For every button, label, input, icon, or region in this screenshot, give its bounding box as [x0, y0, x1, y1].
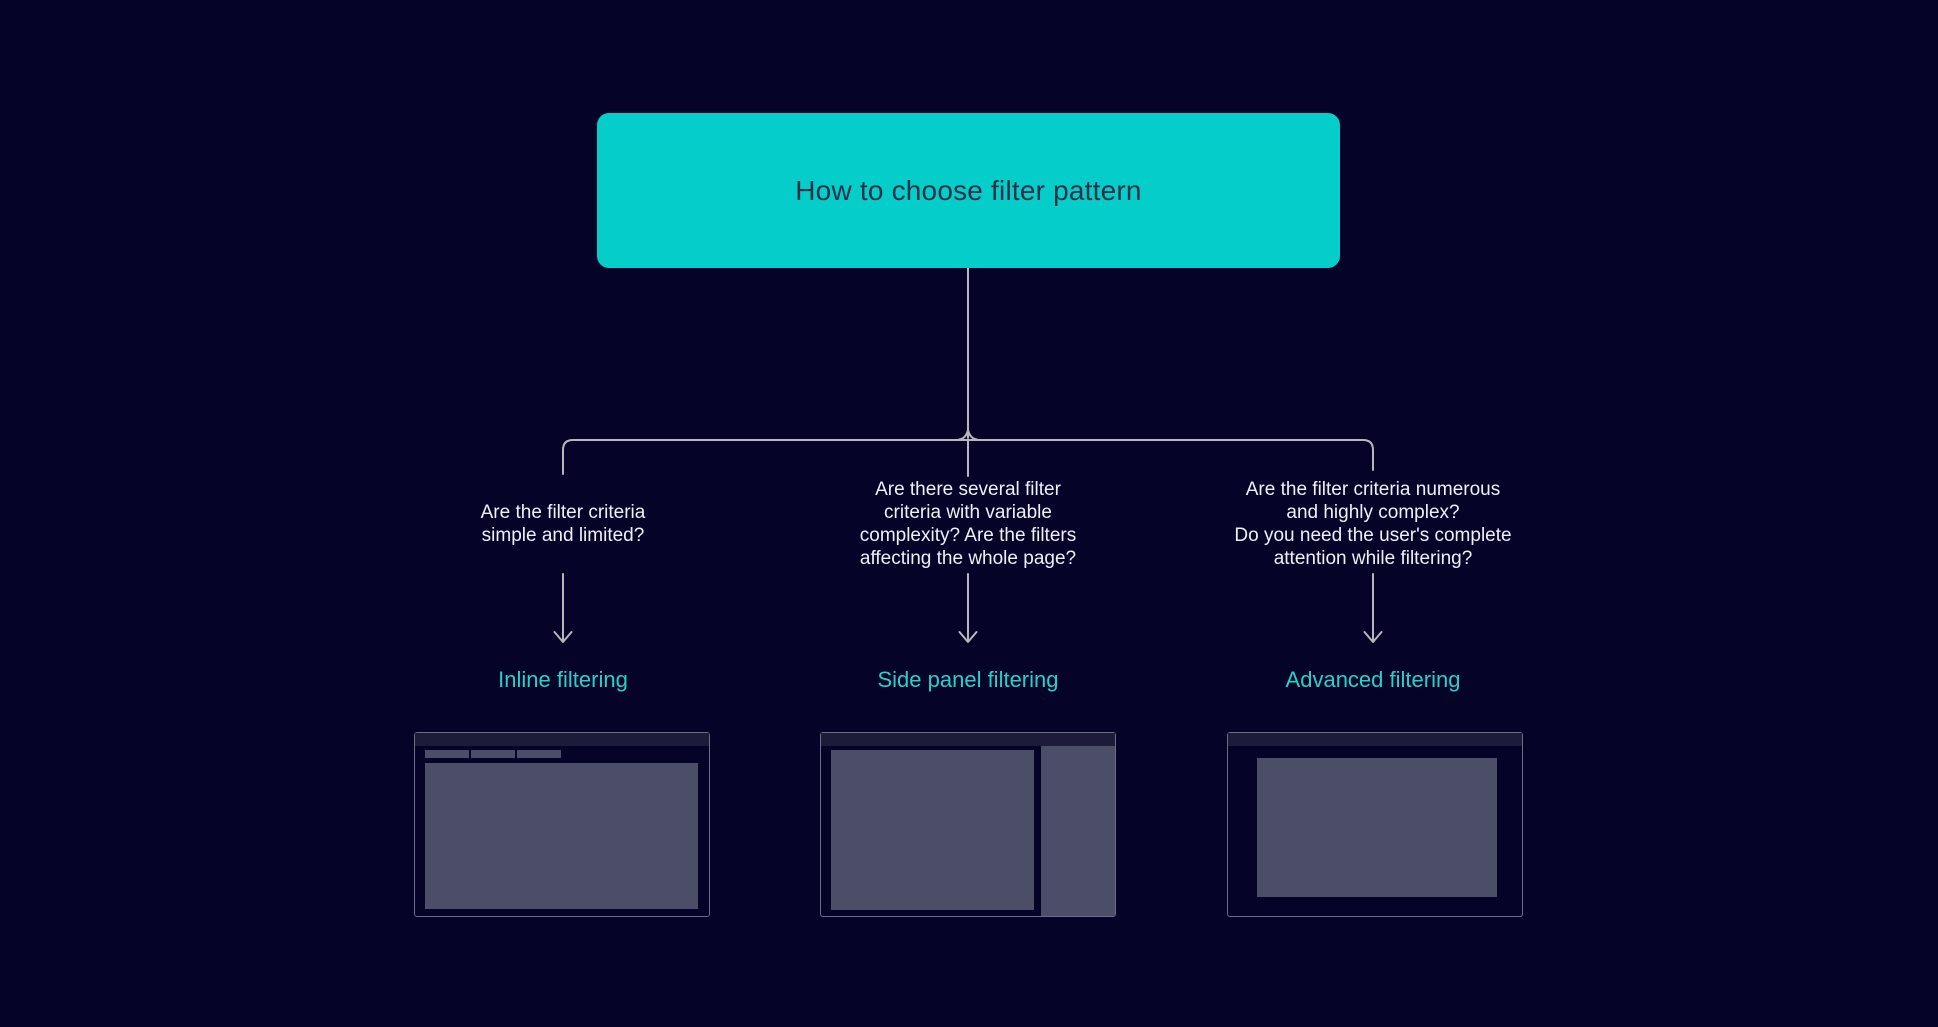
pattern-label-side-panel-filtering: Side panel filtering — [877, 667, 1059, 692]
wireframe-header-bar — [1228, 733, 1522, 746]
wireframe-advanced-filtering — [1227, 732, 1523, 917]
wireframe-inline-filtering — [414, 732, 710, 917]
wireframe-side-panel — [1041, 746, 1115, 916]
wireframe-side-panel-filtering — [820, 732, 1116, 917]
question-side-panel-filtering: Are there several filter criteria with v… — [859, 479, 1077, 569]
wireframe-content-area — [424, 762, 698, 909]
wireframe-content-area — [830, 749, 1034, 910]
filter-chip — [470, 749, 515, 758]
pattern-label-advanced-filtering: Advanced filtering — [1285, 667, 1461, 692]
arrow-down-icon — [1363, 573, 1383, 643]
arrow-down-icon — [553, 573, 573, 643]
question-advanced-filtering: Are the filter criteria numerous and hig… — [1234, 479, 1512, 569]
junction-flare-left — [958, 429, 969, 441]
page-title: How to choose filter pattern — [795, 174, 1142, 206]
question-inline-filtering: Are the filter criteria simple and limit… — [480, 502, 646, 546]
wireframe-modal-area — [1256, 757, 1497, 897]
branch-split-line — [562, 439, 1374, 475]
junction-flare-right — [967, 429, 978, 441]
arrow-down-icon — [958, 573, 978, 643]
root-node: How to choose filter pattern — [597, 113, 1340, 268]
wireframe-header-bar — [821, 733, 1115, 746]
filter-chip — [516, 749, 561, 758]
filter-chip — [424, 749, 469, 758]
pattern-label-inline-filtering: Inline filtering — [498, 667, 628, 692]
wireframe-header-bar — [415, 733, 709, 746]
